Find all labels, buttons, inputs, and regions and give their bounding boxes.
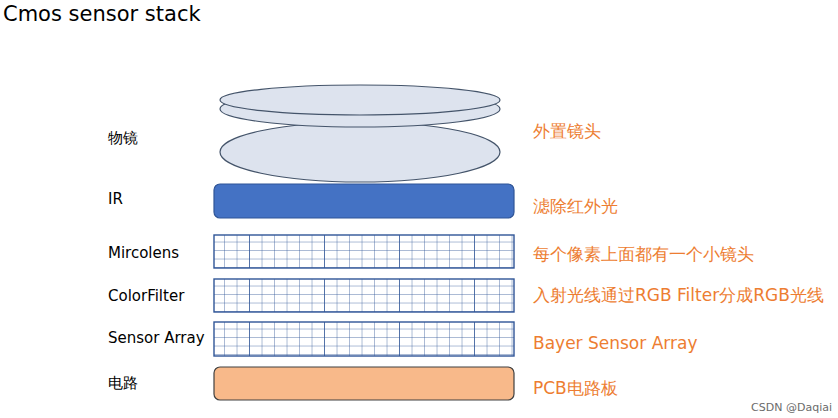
stack-layer: 电路 PCB电路板: [100, 366, 838, 401]
layer-note: PCB电路板: [533, 379, 834, 399]
stack-layer: 物镜 外置镜头: [100, 82, 838, 188]
layer-name: IR: [108, 190, 123, 208]
stack-layer: ColorFilter 入射光线通过RGB Filter分成RGB光线: [100, 278, 838, 313]
watermark: CSDN @Daqiai: [751, 401, 832, 414]
layer-name: Sensor Array: [108, 329, 205, 347]
stack-layer: IR 滤除红外光: [100, 183, 838, 219]
layer-shape: [100, 321, 838, 357]
ir-filter: [214, 184, 514, 218]
pixel-grid: [214, 235, 514, 268]
layer-note: 每个像素上面都有一个小镜头: [533, 245, 834, 265]
layer-note: 滤除红外光: [533, 197, 834, 217]
grid-border: [214, 322, 514, 356]
pixel-grid: [214, 279, 514, 312]
grid-border: [214, 279, 514, 312]
layer-name: 物镜: [108, 129, 138, 148]
grid-ground: [214, 322, 514, 356]
layer-note: 入射光线通过RGB Filter分成RGB光线: [533, 286, 834, 306]
layer-shape: [100, 82, 838, 188]
layer-name: ColorFilter: [108, 287, 184, 305]
stack-layer: Mircolens 每个像素上面都有一个小镜头: [100, 234, 838, 269]
stack-layer: Sensor Array Bayer Sensor Array: [100, 321, 838, 357]
grid-border: [214, 235, 514, 268]
lens-disc: [220, 122, 500, 182]
pixel-grid: [214, 322, 514, 356]
layer-note: 外置镜头: [533, 122, 834, 142]
pixel-grid: [214, 235, 514, 268]
layer-shape: [100, 183, 838, 219]
grid-ground: [214, 235, 514, 268]
lens-disc: [220, 85, 500, 115]
layer-note: Bayer Sensor Array: [533, 334, 834, 354]
layer-name: Mircolens: [108, 244, 179, 262]
layer-name: 电路: [108, 374, 138, 393]
layer-shape: [100, 366, 838, 401]
pixel-grid: [214, 322, 514, 356]
grid-ground: [214, 279, 514, 312]
pixel-grid: [214, 279, 514, 312]
diagram-title: Cmos sensor stack: [3, 2, 201, 26]
pcb-board: [214, 367, 514, 400]
